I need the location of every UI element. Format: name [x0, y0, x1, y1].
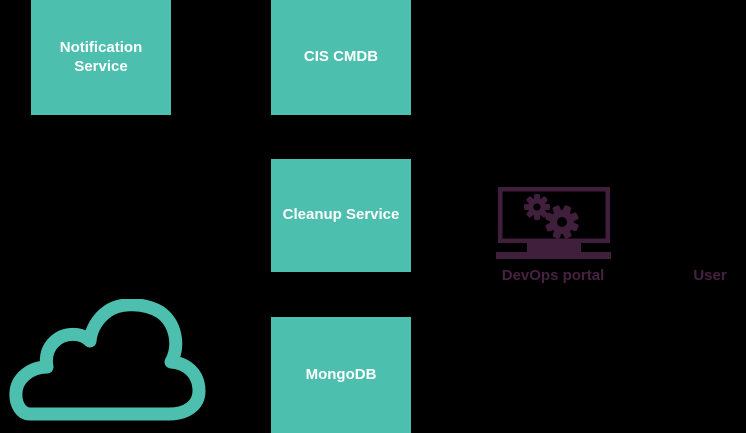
- monitor-frame: [498, 187, 610, 243]
- devops-portal-label: DevOps portal: [501, 267, 605, 284]
- node-notification-service-label: Notification Service: [59, 38, 143, 75]
- user-label: User: [693, 267, 727, 284]
- monitor-base: [496, 252, 611, 259]
- gear-small-icon: [524, 194, 550, 220]
- node-mongodb: MongoDB: [271, 317, 411, 433]
- gear-large-icon: [545, 205, 579, 239]
- node-cleanup-service-label: Cleanup Service: [282, 206, 400, 224]
- node-cis-cmdb: CIS CMDB: [271, 0, 411, 115]
- node-cleanup-service: Cleanup Service: [271, 159, 411, 272]
- cloud-outline: [9, 299, 206, 421]
- monitor-stand: [527, 243, 581, 253]
- node-notification-service: Notification Service: [31, 0, 171, 115]
- node-mongodb-label: MongoDB: [305, 365, 377, 383]
- cloud-icon: [9, 299, 206, 421]
- node-cis-cmdb-label: CIS CMDB: [303, 48, 379, 66]
- monitor-gears-icon: [496, 187, 611, 259]
